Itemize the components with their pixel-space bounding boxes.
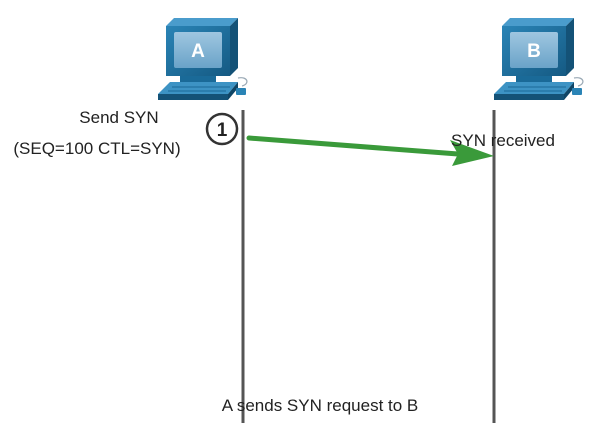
syn-parameters-label: (SEQ=100 CTL=SYN) bbox=[13, 139, 180, 158]
syn-arrow bbox=[246, 135, 494, 166]
syn-received-label: SYN received bbox=[451, 131, 555, 150]
step-number: 1 bbox=[217, 120, 228, 141]
send-syn-label: Send SYN bbox=[79, 108, 158, 127]
step-badge: 1 bbox=[205, 112, 239, 146]
host-a-label: A bbox=[191, 41, 205, 62]
host-b-computer-icon: B bbox=[494, 18, 584, 100]
diagram-caption: A sends SYN request to B bbox=[222, 396, 419, 415]
host-b-label: B bbox=[527, 41, 541, 62]
host-a-computer-icon: A bbox=[158, 18, 248, 100]
